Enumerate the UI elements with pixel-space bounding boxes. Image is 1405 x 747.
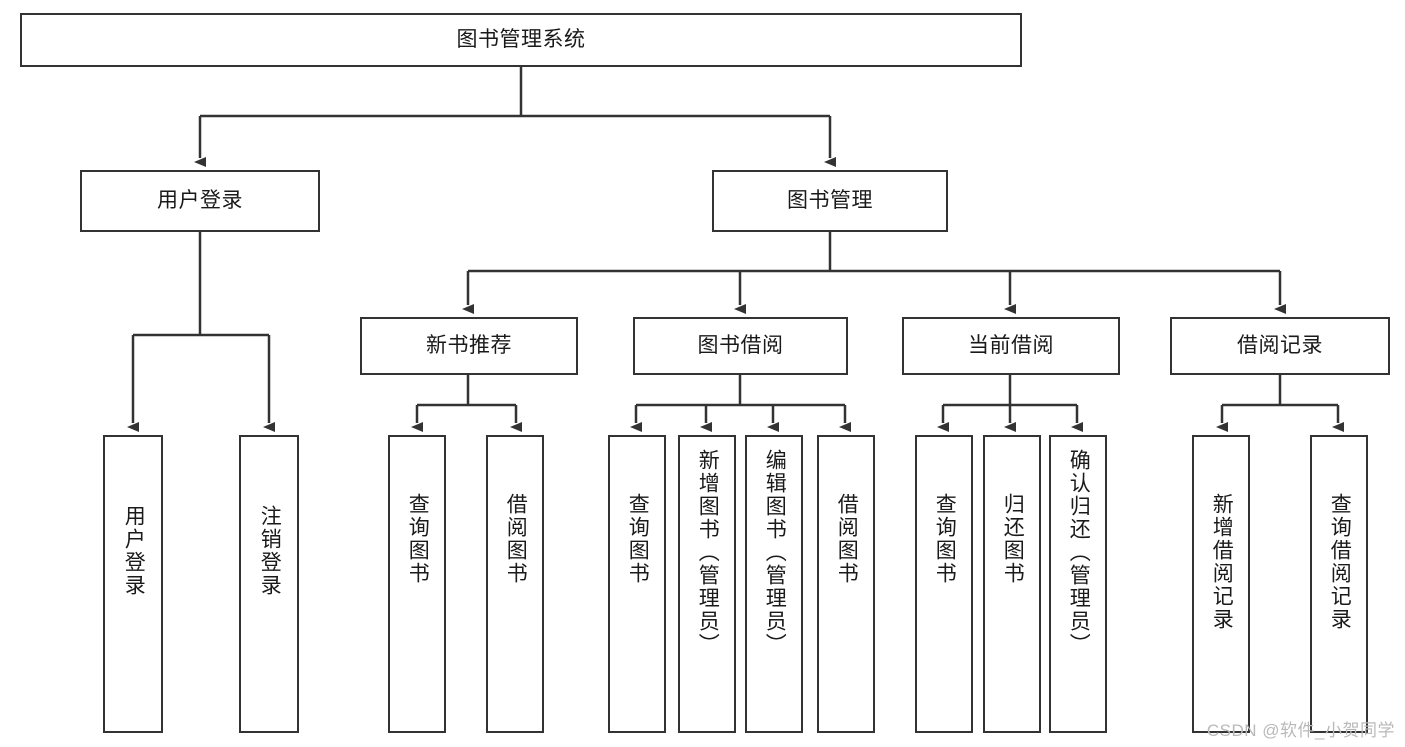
node-new-book-recommend[interactable]: 新书推荐 xyxy=(360,317,578,375)
node-book-borrow[interactable]: 图书借阅 xyxy=(633,317,848,375)
node-label: 用户登录 xyxy=(157,188,243,212)
node-label: 新书推荐 xyxy=(426,333,512,357)
csdn-watermark: CSDN @软件_小贺同学 xyxy=(1206,721,1395,740)
node-label: 编辑图书（管理员） xyxy=(763,449,787,656)
leaf-current-borrow-query-book[interactable]: 查询图书 xyxy=(915,435,973,733)
node-label: 新增借阅记录 xyxy=(1210,493,1234,631)
leaf-current-borrow-return-book[interactable]: 归还图书 xyxy=(983,435,1041,733)
node-borrow-record[interactable]: 借阅记录 xyxy=(1170,317,1390,375)
node-label: 查询图书 xyxy=(406,493,430,585)
leaf-new-book-borrow-book[interactable]: 借阅图书 xyxy=(486,435,544,733)
node-label: 查询借阅记录 xyxy=(1328,493,1352,631)
node-book-management[interactable]: 图书管理 xyxy=(712,170,948,232)
node-label: 图书借阅 xyxy=(697,333,784,357)
leaf-current-borrow-confirm-return-admin[interactable]: 确认归还（管理员） xyxy=(1049,435,1107,733)
node-label: 借阅图书 xyxy=(835,493,859,585)
node-label: 图书管理 xyxy=(787,188,873,212)
leaf-user-login-login[interactable]: 用户登录 xyxy=(103,435,163,733)
node-label: 查询图书 xyxy=(626,493,650,585)
leaf-book-borrow-add-book-admin[interactable]: 新增图书（管理员） xyxy=(678,435,736,733)
node-label: 查询图书 xyxy=(933,493,957,585)
node-label: 用户登录 xyxy=(122,505,146,597)
node-label: 图书管理系统 xyxy=(456,27,586,51)
node-label: 借阅图书 xyxy=(504,493,528,585)
leaf-new-book-query-book[interactable]: 查询图书 xyxy=(388,435,446,733)
leaf-borrow-record-query-record[interactable]: 查询借阅记录 xyxy=(1310,435,1368,733)
leaf-borrow-record-add-record[interactable]: 新增借阅记录 xyxy=(1192,435,1250,733)
node-label: 当前借阅 xyxy=(968,333,1054,357)
node-label: 归还图书 xyxy=(1001,493,1025,585)
leaf-book-borrow-edit-book-admin[interactable]: 编辑图书（管理员） xyxy=(745,435,803,733)
node-label: 确认归还（管理员） xyxy=(1067,449,1091,656)
node-root-book-management-system[interactable]: 图书管理系统 xyxy=(20,13,1022,67)
node-label: 借阅记录 xyxy=(1237,333,1323,357)
node-label: 注销登录 xyxy=(258,505,282,597)
leaf-book-borrow-query-book[interactable]: 查询图书 xyxy=(608,435,666,733)
leaf-user-login-logout[interactable]: 注销登录 xyxy=(239,435,299,733)
node-label: 新增图书（管理员） xyxy=(696,449,720,656)
node-user-login[interactable]: 用户登录 xyxy=(80,170,320,232)
node-current-borrow[interactable]: 当前借阅 xyxy=(902,317,1120,375)
leaf-book-borrow-borrow-book[interactable]: 借阅图书 xyxy=(817,435,875,733)
